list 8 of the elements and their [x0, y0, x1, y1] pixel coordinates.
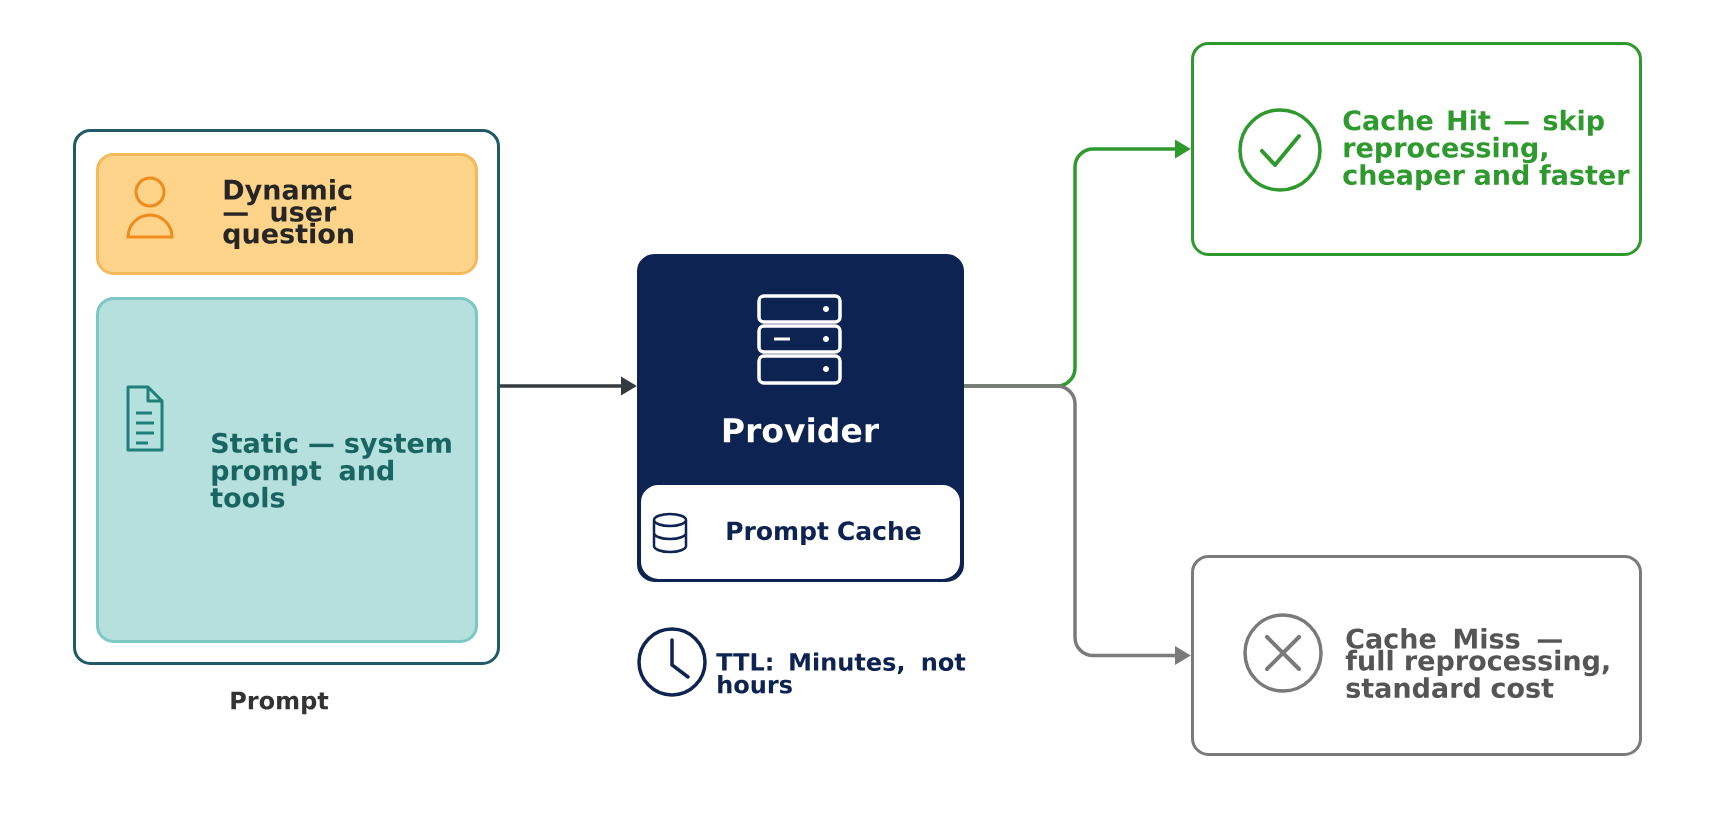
ttl-note: TTL: Minutes, not hours: [716, 652, 966, 694]
box-label: Cache Hit — skip reprocessing, cheaper and faster: [1343, 109, 1630, 191]
box-label: Prompt Cache: [727, 520, 921, 546]
box-label: Cache Miss — full reprocessing, standard cost: [1345, 627, 1609, 699]
panel-caption: Prompt: [231, 691, 329, 715]
box-label: Provider: [723, 417, 880, 443]
box-label: Static — system prompt and tools: [210, 432, 451, 508]
box-label: Dynamic — user question: [223, 179, 353, 249]
